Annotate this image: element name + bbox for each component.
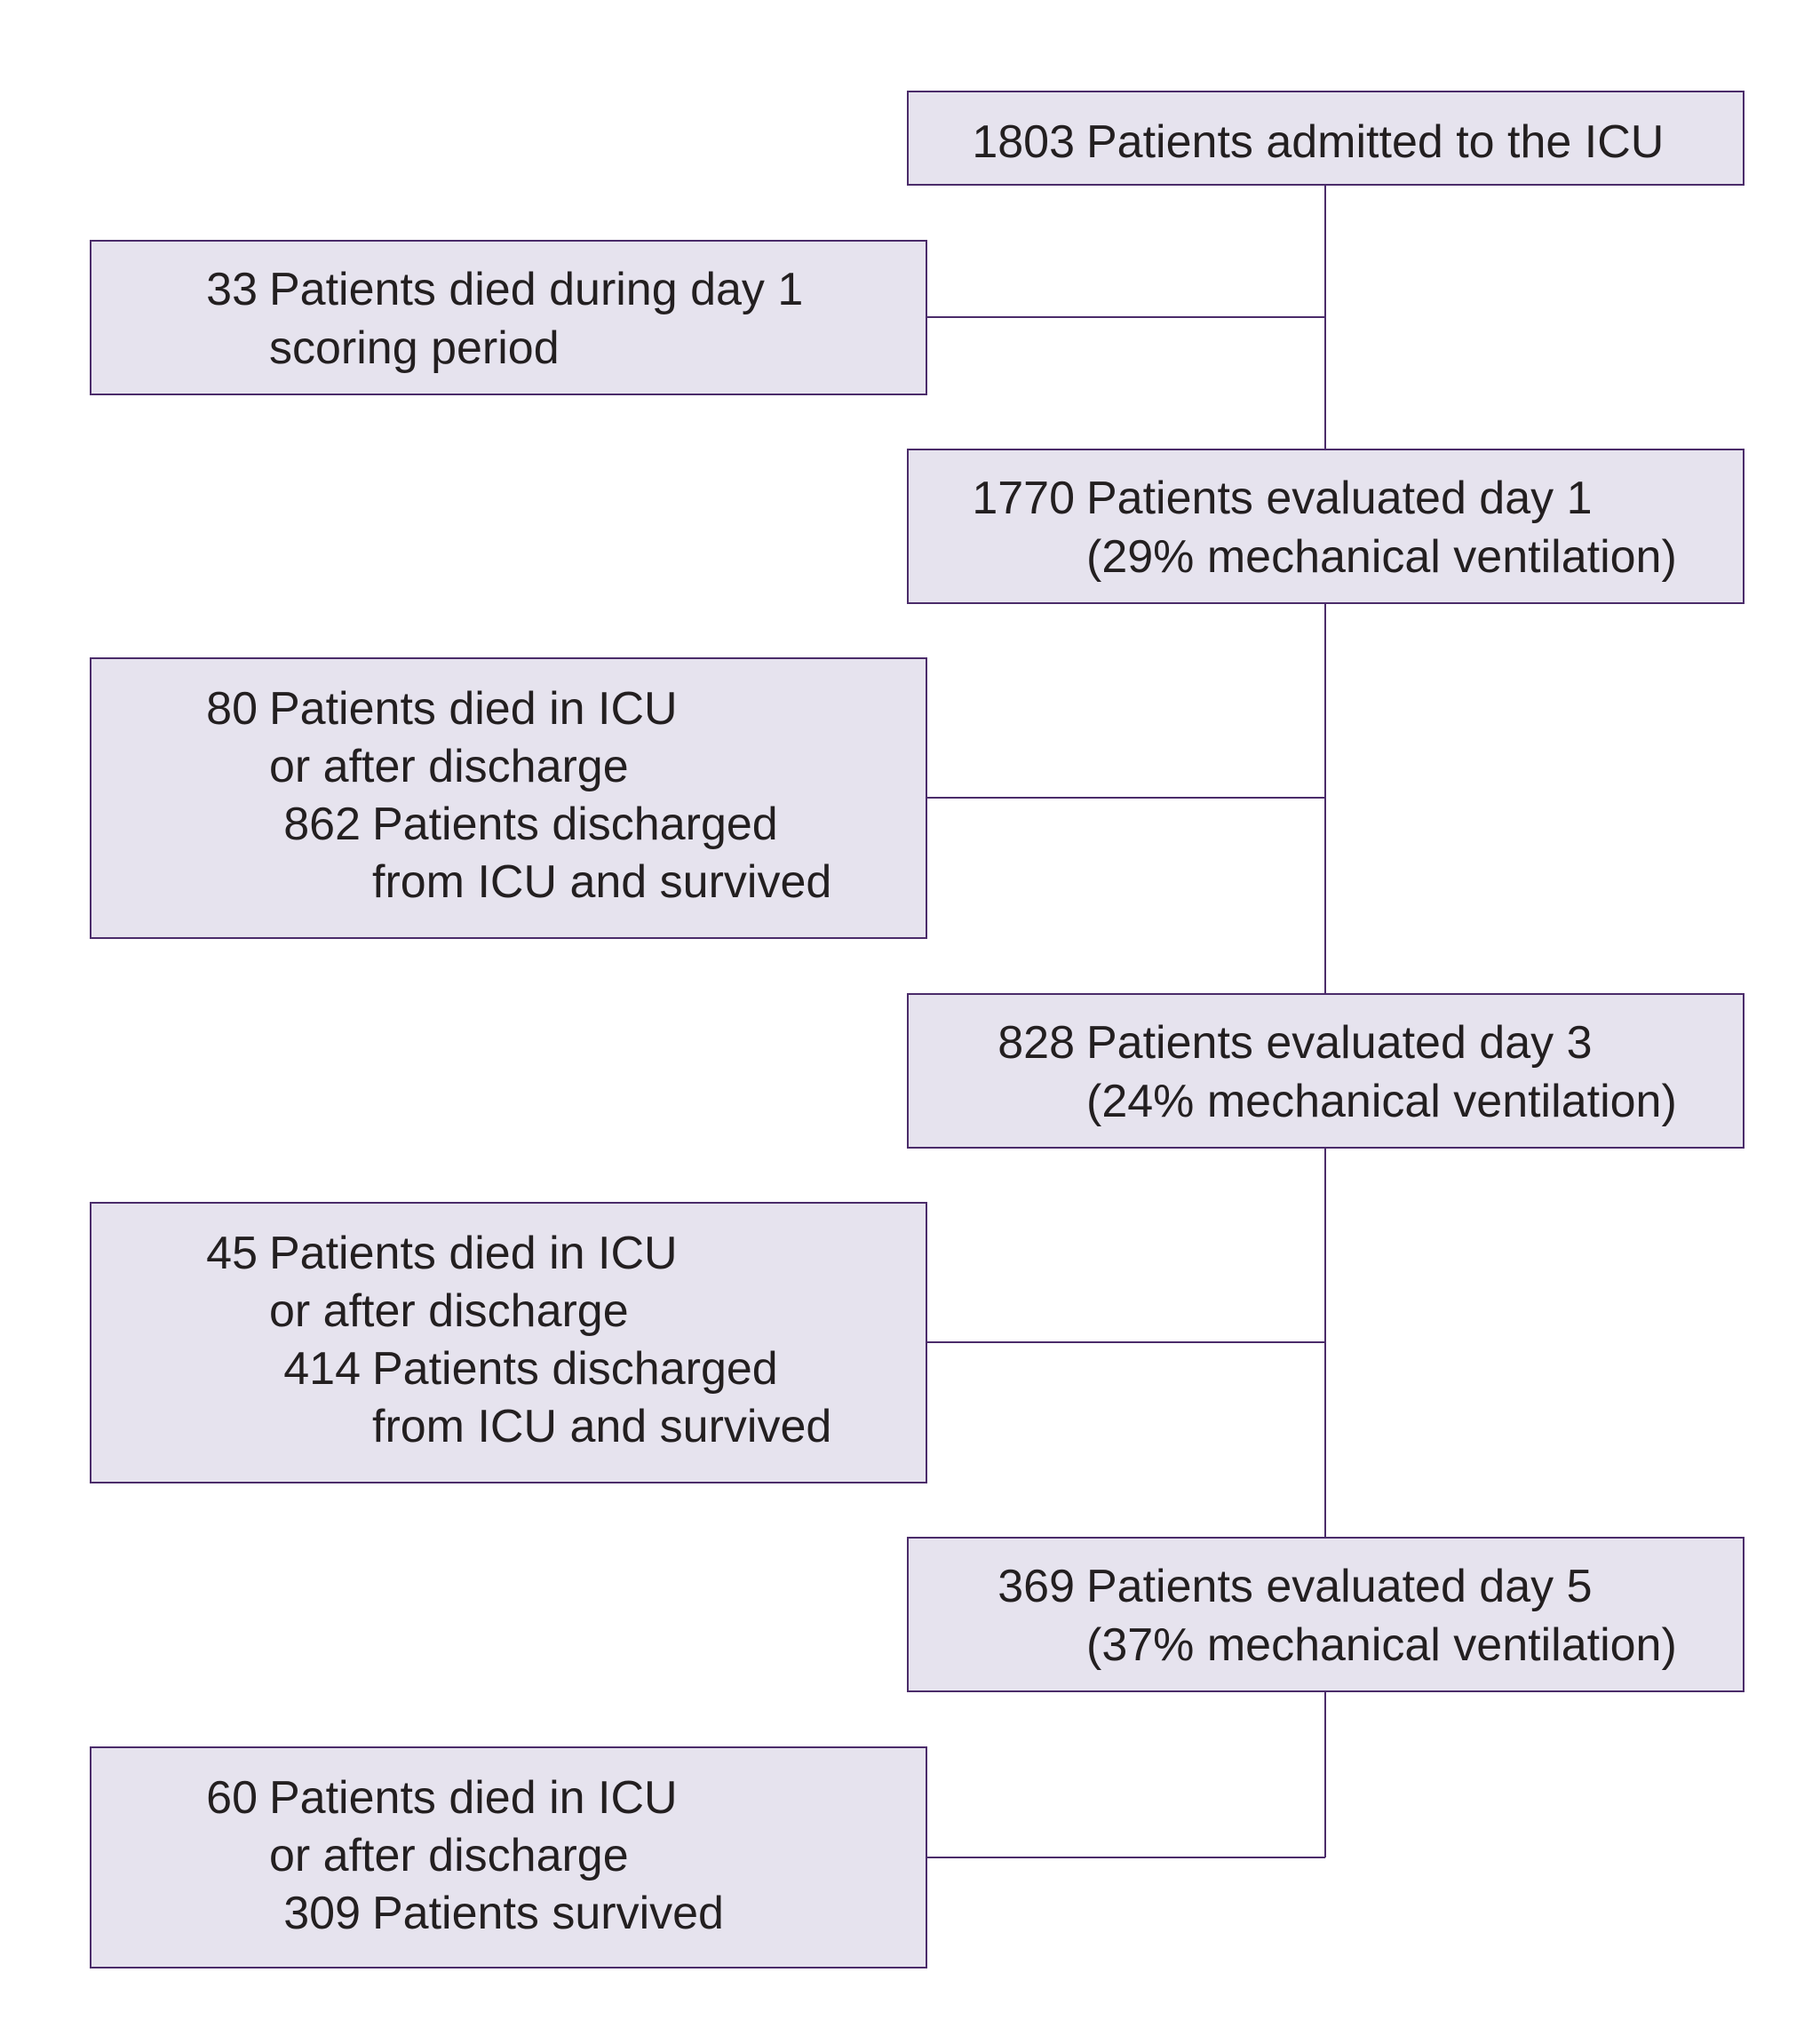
description-label: or after discharge xyxy=(269,1285,629,1337)
count-label: 1803 xyxy=(972,116,1075,168)
count-label: 309 xyxy=(283,1888,361,1939)
description-label: Patients discharged xyxy=(372,1343,778,1395)
node-evaluated-day5: 369 Patients evaluated day 5 (37% mechan… xyxy=(907,1537,1744,1692)
node-evaluated-day1: 1770 Patients evaluated day 1 (29% mecha… xyxy=(907,449,1744,604)
description-label: from ICU and survived xyxy=(372,856,832,908)
node-outcome-day5: 60 Patients died in ICU or after dischar… xyxy=(90,1746,927,1968)
description-label: Patients evaluated day 5 xyxy=(1086,1561,1593,1612)
description-label: Patients died during day 1 xyxy=(269,264,804,315)
description-label: (29% mechanical ventilation) xyxy=(1086,531,1677,583)
count-label: 369 xyxy=(997,1561,1075,1612)
description-label: Patients died in ICU xyxy=(269,1228,678,1279)
description-label: Patients survived xyxy=(372,1888,724,1939)
count-label: 80 xyxy=(206,683,258,735)
description-label: Patients admitted to the ICU xyxy=(1086,116,1665,168)
count-label: 828 xyxy=(997,1017,1075,1069)
description-label: or after discharge xyxy=(269,1830,629,1881)
count-label: 414 xyxy=(283,1343,361,1395)
node-evaluated-day3: 828 Patients evaluated day 3 (24% mechan… xyxy=(907,993,1744,1149)
count-label: 45 xyxy=(206,1228,258,1279)
description-label: Patients evaluated day 3 xyxy=(1086,1017,1593,1069)
description-label: from ICU and survived xyxy=(372,1401,832,1452)
node-outcome-day1: 80 Patients died in ICU or after dischar… xyxy=(90,657,927,939)
count-label: 1770 xyxy=(972,473,1075,524)
node-outcome-day3: 45 Patients died in ICU or after dischar… xyxy=(90,1202,927,1483)
description-label: Patients died in ICU xyxy=(269,683,678,735)
description-label: Patients evaluated day 1 xyxy=(1086,473,1593,524)
description-label: or after discharge xyxy=(269,741,629,792)
count-label: 60 xyxy=(206,1772,258,1824)
description-label: scoring period xyxy=(269,322,560,374)
node-died-day1: 33 Patients died during day 1 scoring pe… xyxy=(90,240,927,395)
description-label: Patients discharged xyxy=(372,799,778,850)
description-label: (24% mechanical ventilation) xyxy=(1086,1076,1677,1127)
node-admitted: 1803 Patients admitted to the ICU xyxy=(907,91,1744,186)
count-label: 862 xyxy=(283,799,361,850)
count-label: 33 xyxy=(206,264,258,315)
description-label: Patients died in ICU xyxy=(269,1772,678,1824)
description-label: (37% mechanical ventilation) xyxy=(1086,1619,1677,1671)
